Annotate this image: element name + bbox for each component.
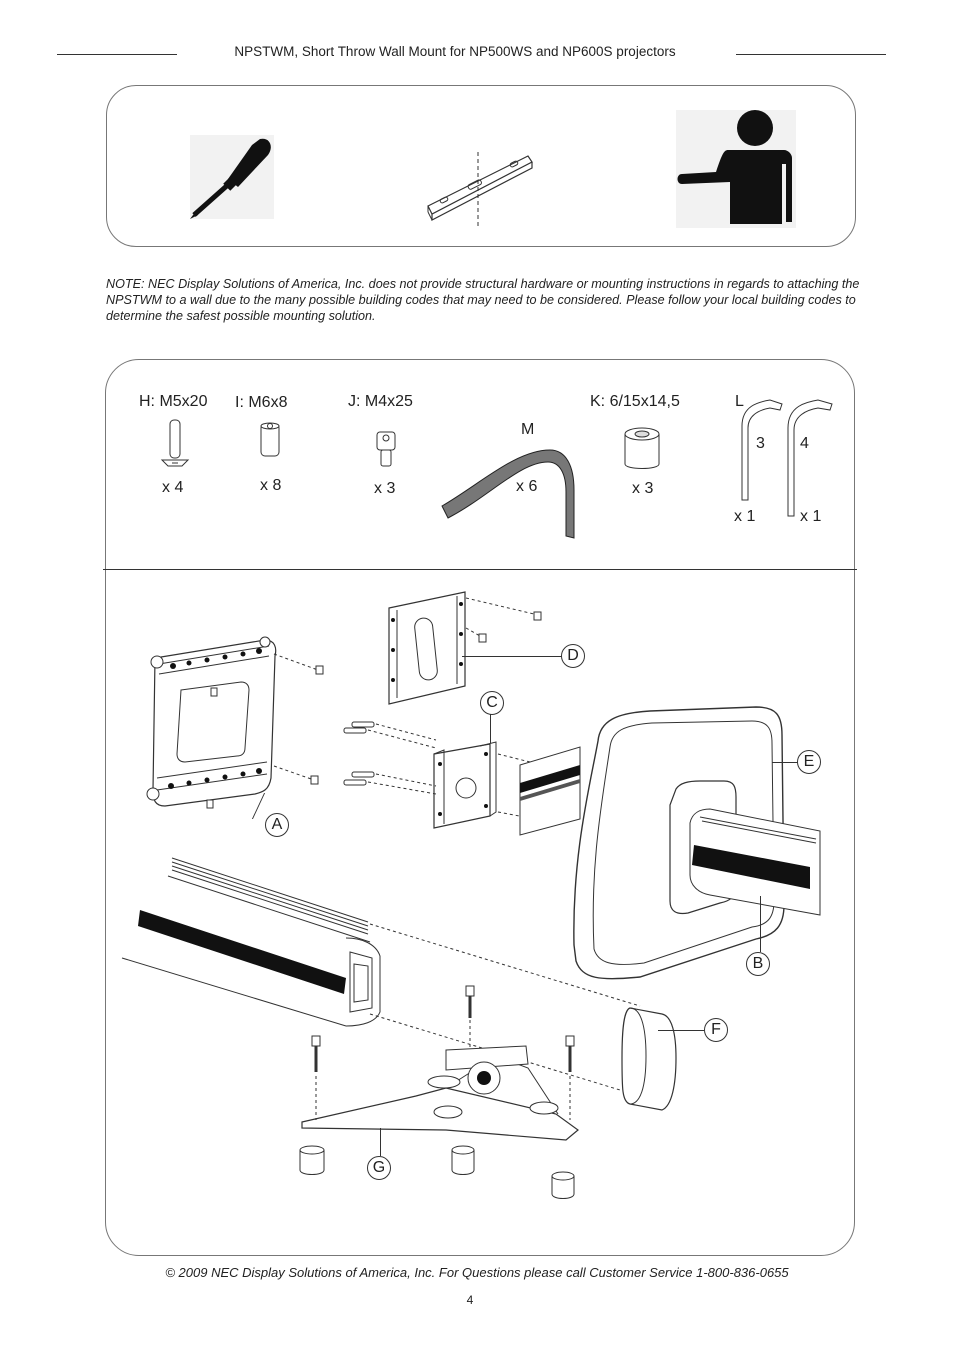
part-l4-qty: x 1: [800, 508, 822, 525]
screw-j-drawing: [376, 431, 396, 467]
page-title: NPSTWM, Short Throw Wall Mount for NP500…: [234, 44, 676, 59]
screws-a-dashes: [273, 653, 324, 785]
strap-m-drawing: [441, 449, 575, 539]
callout-a: A: [265, 813, 289, 837]
part-j-label: J: M4x25: [348, 393, 413, 410]
extrusion-drawing: [121, 857, 381, 1027]
callout-c-leader: [490, 713, 491, 743]
callout-c: C: [480, 691, 504, 715]
clamp-c-drawing: [433, 741, 497, 829]
part-k-label: K: 6/15x14,5: [590, 393, 680, 410]
part-m-label: M: [521, 421, 535, 438]
callout-e: E: [797, 750, 821, 774]
callout-b-leader: [760, 896, 761, 952]
callout-g: G: [367, 1156, 391, 1180]
screws-d-dashes: [465, 597, 542, 643]
part-i-qty: x 8: [260, 477, 282, 494]
part-l4-size: 4: [800, 435, 809, 452]
callout-b: B: [746, 952, 770, 976]
callout-d-leader: [462, 656, 562, 657]
part-i-label: I: M6x8: [235, 394, 288, 411]
part-l3-qty: x 1: [734, 508, 756, 525]
callout-d: D: [561, 644, 585, 668]
part-j-qty: x 3: [374, 480, 396, 497]
bracket-d-drawing: [388, 591, 466, 705]
screws-c-drawing: [343, 721, 437, 795]
part-l-label: L: [735, 393, 744, 410]
part-h-qty: x 4: [162, 479, 184, 496]
person-helper-icon: [676, 110, 796, 228]
screw-h-drawing: [160, 419, 190, 467]
plate-a-drawing: [146, 636, 277, 809]
callout-f: F: [704, 1018, 728, 1042]
spacer-k-drawing: [624, 427, 660, 469]
part-h-label: H: M5x20: [139, 393, 208, 410]
parts-divider: [103, 569, 857, 570]
screw-i-drawing: [260, 422, 280, 457]
extrusion-to-f-dashes: [369, 923, 641, 1091]
screwdriver-icon: [190, 135, 274, 219]
parts-panel: [105, 359, 855, 1256]
hex-key-4-drawing: [787, 399, 833, 517]
header-rule-right: [736, 54, 886, 55]
part-l3-size: 3: [756, 435, 765, 452]
disclaimer-note: NOTE: NEC Display Solutions of America, …: [106, 277, 860, 323]
tools-panel: [106, 85, 856, 247]
part-m-qty: x 6: [516, 478, 538, 495]
hex-key-3-drawing: [741, 399, 783, 501]
wall-cover-e-drawing: [519, 706, 821, 980]
callout-g-leader: [380, 1128, 381, 1156]
part-k-qty: x 3: [632, 480, 654, 497]
level-icon: [427, 152, 533, 226]
header-rule-left: [57, 54, 177, 55]
callout-e-leader: [772, 762, 798, 763]
callout-f-leader: [658, 1030, 704, 1031]
copyright-footer: © 2009 NEC Display Solutions of America,…: [165, 1265, 789, 1280]
page-number: 4: [466, 1293, 474, 1307]
mount-plate-g-drawing: [299, 985, 579, 1199]
end-cap-f-drawing: [621, 1007, 677, 1111]
